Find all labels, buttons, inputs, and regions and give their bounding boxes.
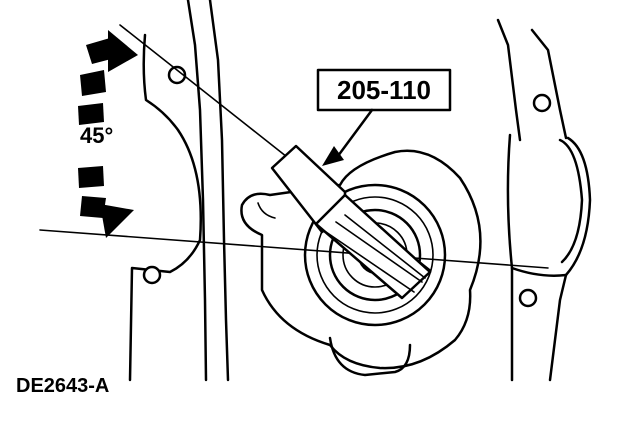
special-tool — [270, 144, 432, 300]
rotation-indicator: 45° — [78, 30, 138, 238]
right-bracket — [496, 18, 592, 382]
rotation-arrow-down — [100, 204, 134, 238]
tool-callout-label: 205-110 — [337, 75, 431, 105]
bolt-hole-lower-left — [142, 265, 162, 285]
leader-arrowhead — [322, 146, 344, 166]
tool-callout: 205-110 — [316, 68, 452, 166]
bolt-hole-upper-left — [167, 65, 187, 85]
figure-id: DE2643-A — [16, 375, 109, 397]
rotation-arrow-up — [108, 30, 138, 72]
bolt-hole-lower-right — [518, 288, 538, 308]
bolt-hole-upper-right — [532, 93, 552, 113]
left-bracket — [128, 0, 230, 382]
angle-label: 45° — [80, 123, 113, 148]
reference-line-horizontal — [39, 229, 549, 269]
